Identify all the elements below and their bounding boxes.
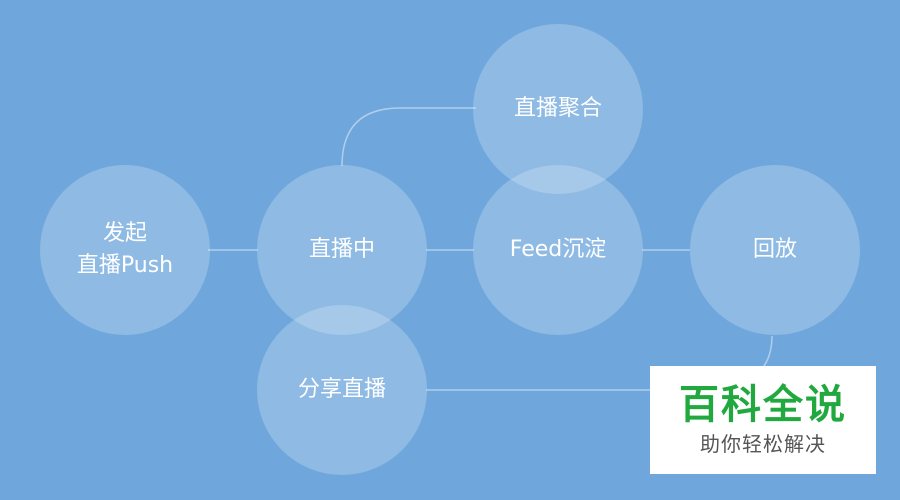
watermark-logo: 百科全说 助你轻松解决 <box>650 366 876 474</box>
node-replay-label: 回放 <box>752 237 797 262</box>
edge-live-aggregate <box>341 107 476 167</box>
node-launch-line2: 直播Push <box>76 253 174 278</box>
node-share: 分享直播 <box>257 305 427 475</box>
node-launch-push: 发起 直播Push <box>40 165 210 335</box>
watermark-title: 百科全说 <box>679 382 847 428</box>
node-aggregate: 直播聚合 <box>473 24 643 194</box>
node-feed-label: Feed沉淀 <box>509 237 607 262</box>
node-feed: Feed沉淀 <box>473 165 643 335</box>
watermark-subtitle: 助你轻松解决 <box>700 432 826 456</box>
node-launch-line1: 发起 <box>102 221 147 246</box>
node-share-label: 分享直播 <box>297 377 386 402</box>
node-live: 直播中 <box>257 165 427 335</box>
node-aggregate-label: 直播聚合 <box>513 96 602 121</box>
node-replay: 回放 <box>690 165 860 335</box>
node-live-label: 直播中 <box>308 237 375 262</box>
